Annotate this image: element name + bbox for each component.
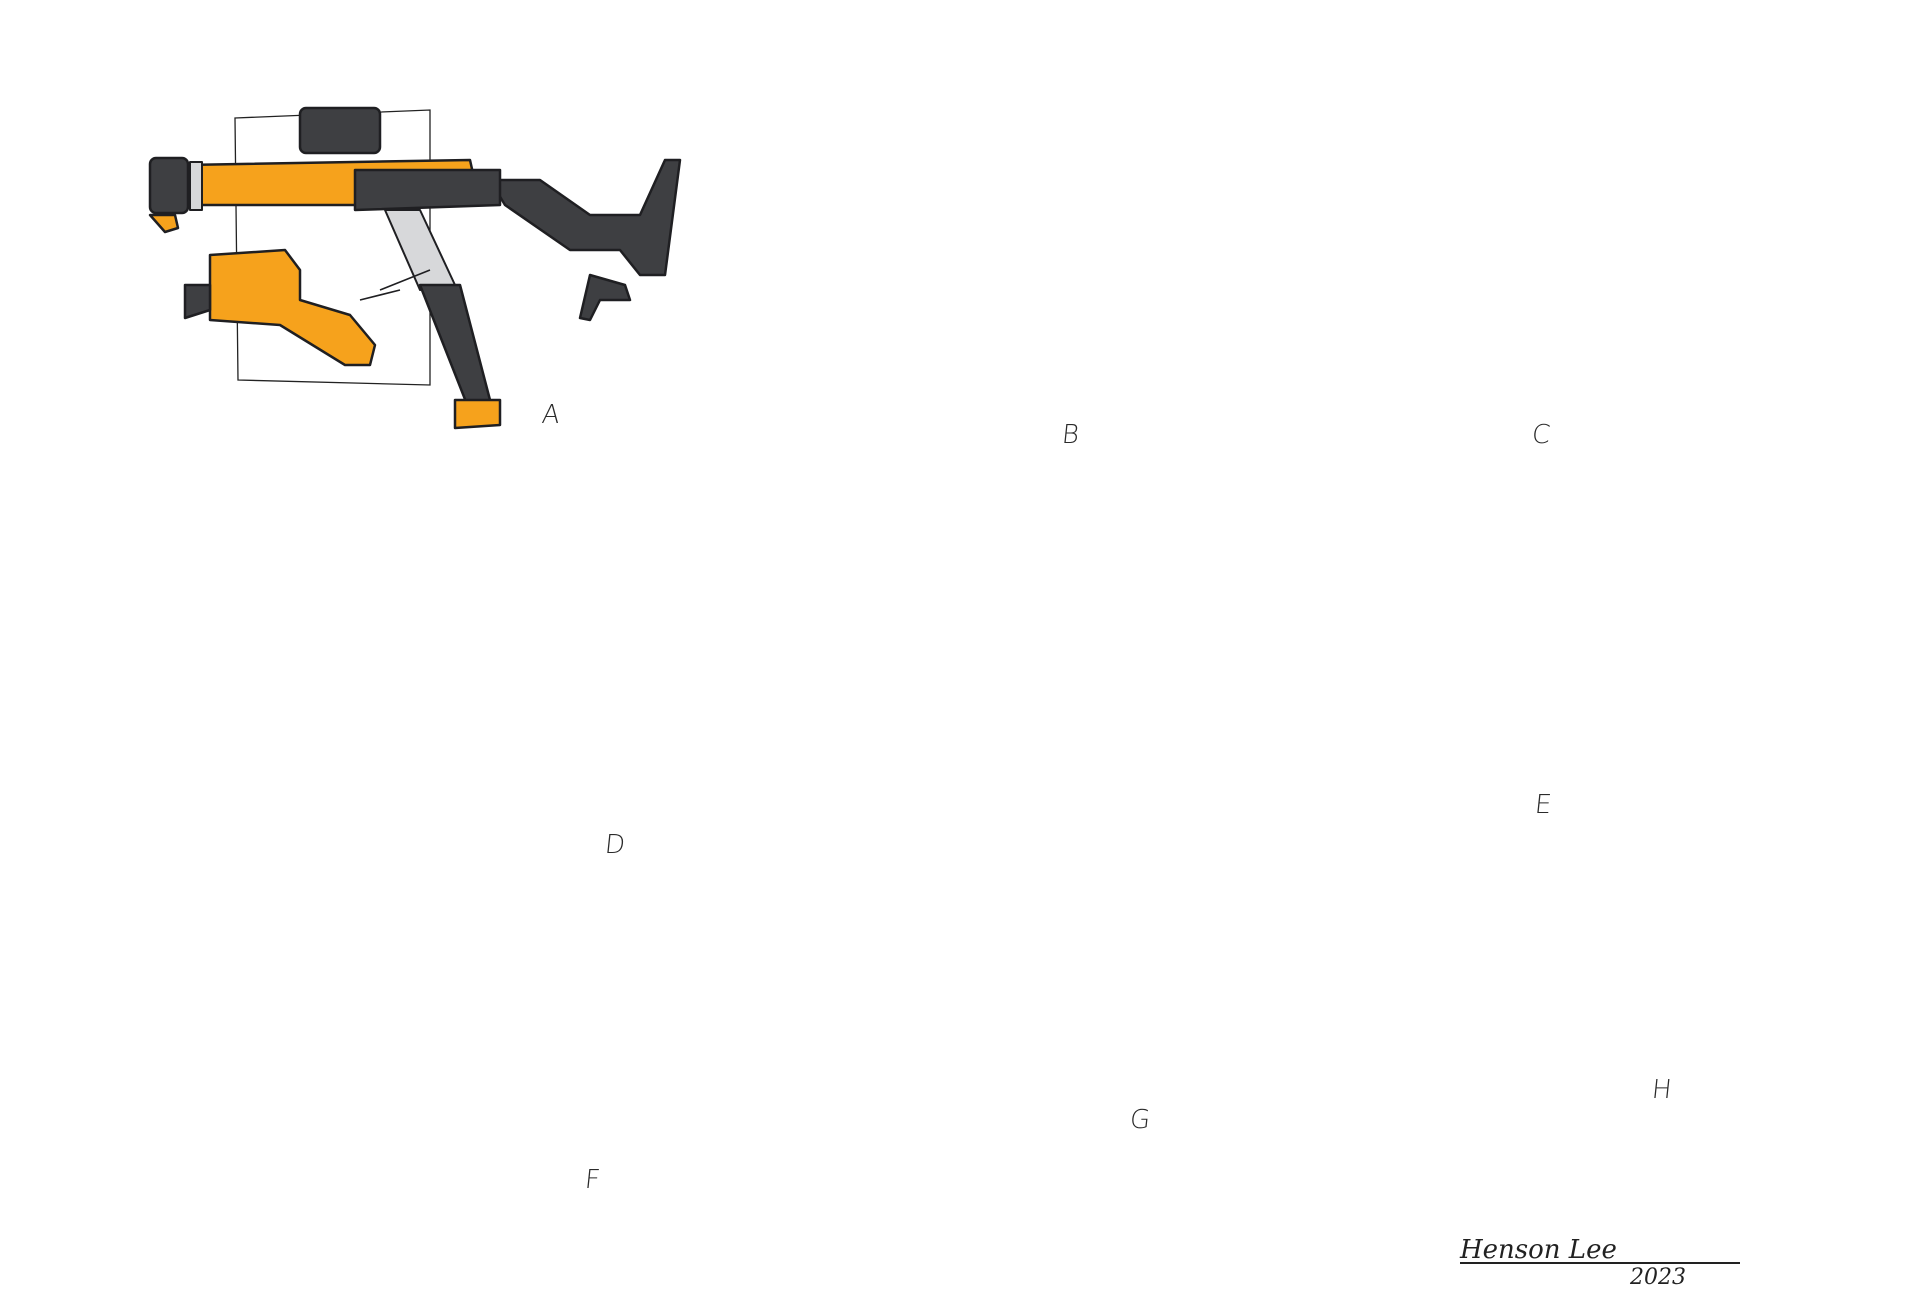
- label-e: E: [1533, 790, 1554, 820]
- label-c: C: [1530, 420, 1552, 450]
- label-b: B: [1060, 420, 1081, 450]
- label-d: D: [603, 830, 627, 860]
- label-f: F: [583, 1165, 602, 1195]
- artist-signature: Henson Lee: [1460, 1235, 1617, 1265]
- label-h: H: [1650, 1075, 1674, 1105]
- label-a: A: [540, 400, 562, 430]
- signature-underline: [1460, 1262, 1740, 1264]
- label-g: G: [1128, 1105, 1152, 1135]
- weapon-a-sketch: [148, 106, 682, 430]
- signature-year: 2023: [1630, 1265, 1686, 1290]
